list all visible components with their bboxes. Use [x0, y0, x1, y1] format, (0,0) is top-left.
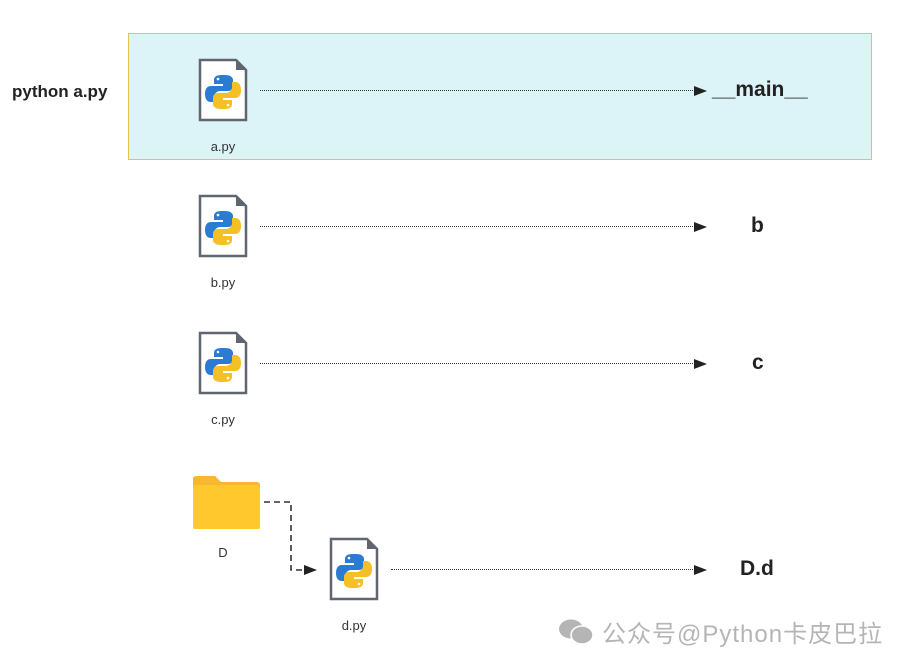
- python-file-icon: [198, 58, 248, 122]
- python-file-icon: [329, 537, 379, 601]
- module-name-b: b: [751, 214, 764, 237]
- file-label-c: c.py: [211, 412, 235, 427]
- package-contains-arrow: [264, 501, 317, 575]
- import-arrow-line: [260, 363, 695, 364]
- file-label-d: d.py: [341, 618, 367, 633]
- file-label-a: a.py: [210, 139, 236, 154]
- command-label: python a.py: [12, 82, 108, 101]
- module-name-c: c: [752, 351, 764, 374]
- import-arrow-line: [391, 569, 695, 570]
- arrowhead-icon: [694, 359, 707, 369]
- file-label-b: b.py: [210, 275, 236, 290]
- folder-icon: [193, 476, 260, 529]
- wechat-icon: [559, 619, 594, 645]
- watermark-text: 公众号@Python卡皮巴拉: [602, 621, 884, 648]
- module-name-main: __main__: [712, 78, 808, 101]
- python-file-icon: [198, 331, 248, 395]
- watermark: 公众号@Python卡皮巴拉: [558, 614, 883, 649]
- arrowhead-icon: [694, 565, 707, 575]
- import-arrow-line: [260, 226, 695, 227]
- main-module-highlight: [128, 33, 872, 160]
- arrowhead-icon: [694, 86, 707, 96]
- module-name-Dd: D.d: [740, 557, 774, 580]
- import-arrow-line: [260, 90, 695, 91]
- folder-label-D: D: [218, 545, 228, 560]
- arrowhead-icon: [694, 222, 707, 232]
- python-file-icon: [198, 194, 248, 258]
